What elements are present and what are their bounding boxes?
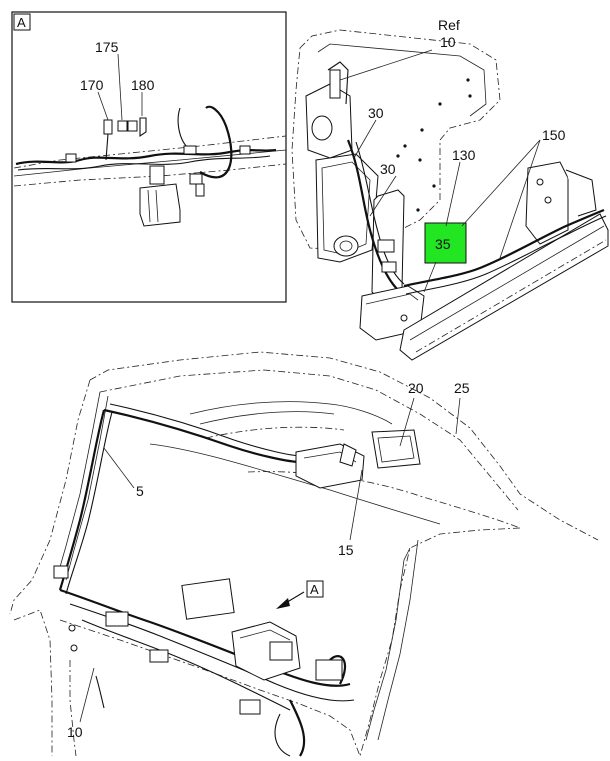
leader-150-b (499, 139, 541, 259)
cab-roof-outline (89, 351, 599, 541)
main-cab-view: A 20 25 5 15 10 (9, 351, 599, 757)
dash-grommet-2 (70, 644, 78, 652)
leader-5 (103, 447, 135, 489)
leader-150-a (461, 139, 541, 227)
callout-175: 175 (95, 39, 119, 55)
leader-170 (97, 91, 109, 121)
a-pillar-left-outer (9, 379, 91, 615)
frame-rail (399, 161, 609, 361)
leader-30-b (369, 175, 397, 217)
view-pointer-label: A (310, 582, 319, 597)
cab-back-panel-inner (317, 43, 487, 117)
roof-harness-2 (109, 403, 303, 457)
callout-30-a: 30 (368, 105, 384, 121)
pillar-connector (53, 565, 69, 579)
rail-harness-2 (405, 215, 607, 295)
wire-bracket (346, 139, 405, 301)
callout-ref: Ref (438, 17, 460, 33)
leader-25 (455, 397, 461, 435)
a-pillar-left-inner (65, 395, 109, 581)
dash-module-b (231, 621, 301, 681)
rail-harness (403, 208, 605, 288)
roof-rib-4 (247, 471, 521, 529)
leader-175 (117, 53, 123, 121)
callout-10-top: 10 (440, 34, 456, 50)
panel-rivets (396, 78, 472, 212)
inset-clip-a (65, 153, 77, 163)
inset-clip-180 (139, 117, 147, 138)
pillar-harness-2 (65, 411, 113, 595)
door-outline (13, 609, 53, 756)
inset-tag-label: A (17, 15, 26, 30)
inset-harness-branch (199, 105, 233, 179)
heater-box (315, 153, 379, 263)
callout-20: 20 (408, 380, 424, 396)
a-pillar-right-outer (359, 527, 521, 757)
roof-console (295, 443, 365, 489)
a-pillar-right-mid (377, 539, 419, 741)
callout-35: 35 (435, 236, 451, 252)
leader-10-bottom (79, 667, 95, 723)
callout-170: 170 (80, 77, 104, 93)
a-pillar-right-inner (365, 547, 411, 741)
callout-15: 15 (338, 542, 354, 558)
upper-module (305, 61, 353, 159)
callout-5: 5 (136, 483, 144, 499)
roof-harness (103, 408, 301, 464)
inset-tag-box (13, 13, 31, 31)
upper-right-view: 35 Ref 10 30 30 130 150 (291, 17, 609, 361)
leader-15 (349, 469, 363, 541)
dash-module-e (149, 649, 169, 663)
callout-30-b: 30 (380, 161, 396, 177)
leader-130 (445, 161, 461, 227)
roof-rib-2 (199, 411, 335, 425)
inset-clip-175 (117, 120, 138, 132)
callout-25: 25 (454, 380, 470, 396)
roof-rib-3 (205, 426, 345, 439)
cab-roof-inner (99, 369, 519, 511)
dash-module-a (181, 578, 235, 620)
detail-a-inset: A (11, 11, 287, 303)
leader-ref-10 (339, 49, 433, 81)
view-pointer-a: A (276, 580, 324, 609)
callout-130: 130 (452, 147, 476, 163)
highlight-35 (424, 222, 467, 264)
dash-lower-outline (69, 660, 77, 757)
dash-module-d (105, 611, 129, 627)
dash-module-c (315, 659, 343, 681)
inset-clip-c (239, 145, 251, 155)
a-pillar-left-mid (57, 391, 101, 575)
leader-30-a (353, 119, 377, 159)
dash-grommet-1 (68, 624, 76, 632)
roof-rib-1 (189, 401, 393, 425)
roof-panel-20 (371, 429, 421, 469)
callout-150: 150 (542, 127, 566, 143)
dash-outline (59, 619, 361, 757)
callout-10-bottom: 10 (67, 724, 83, 740)
inset-connector-block (139, 165, 205, 227)
leader-35 (423, 261, 437, 293)
callout-180: 180 (131, 77, 155, 93)
dash-module-f (239, 699, 261, 715)
pillar-harness (58, 409, 106, 591)
leader-20 (399, 397, 415, 447)
inset-clip-b (183, 145, 197, 155)
